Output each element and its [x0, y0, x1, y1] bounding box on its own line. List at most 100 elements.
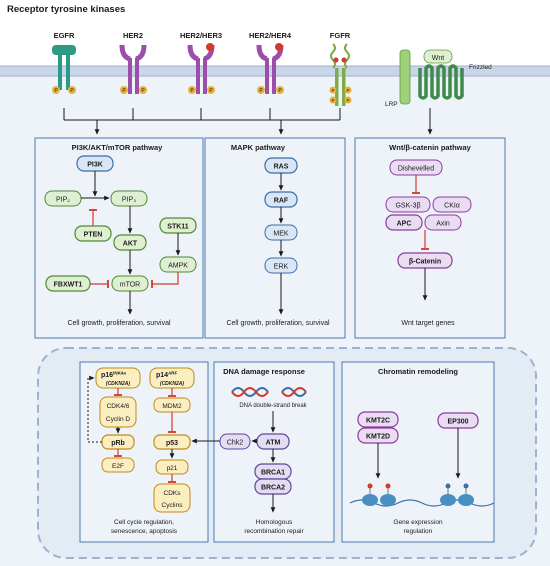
phospho-label: P: [331, 98, 334, 103]
pi3k-outcome-label: Cell growth, proliferation, survival: [67, 320, 171, 327]
svg-text:ERK: ERK: [274, 264, 289, 271]
svg-text:(CDKN2A): (CDKN2A): [160, 381, 185, 387]
cell-cycle-outcome-line2: senescence, apoptosis: [111, 528, 178, 535]
receptor-label-egfr: EGFR: [54, 31, 75, 40]
lrp-label: LRP: [385, 101, 398, 108]
ras-node: RAS: [264, 157, 298, 174]
chromatin-panel: [341, 361, 495, 543]
ck1a-node: CKIα: [432, 196, 472, 213]
svg-text:KMT2D: KMT2D: [366, 434, 390, 441]
svg-text:KMT2C: KMT2C: [366, 418, 390, 425]
svg-text:APC: APC: [397, 221, 412, 228]
p53-node: p53: [153, 434, 191, 450]
phospho-label: P: [346, 98, 349, 103]
svg-text:PTEN: PTEN: [84, 232, 103, 239]
phospho-label: P: [122, 88, 126, 94]
dsb-label: DNA double-strand break: [239, 403, 307, 409]
svg-text:RAS: RAS: [274, 164, 289, 171]
svg-text:AKT: AKT: [123, 241, 138, 248]
frizzled-label: Frizzled: [469, 64, 492, 71]
her2-her3-receptor-icon: P P: [187, 43, 215, 94]
svg-text:pRb: pRb: [111, 440, 125, 447]
svg-text:mTOR: mTOR: [120, 282, 140, 289]
kmt2c-node: KMT2C: [357, 411, 399, 428]
her2-her4-receptor-icon: P P: [256, 43, 284, 94]
dna-panel-title: DNA damage response: [223, 367, 305, 376]
svg-text:p21: p21: [167, 465, 178, 472]
svg-text:STK11: STK11: [167, 224, 189, 231]
stk11-node: STK11: [159, 217, 197, 234]
pip2-node: PIP₂: [44, 190, 82, 207]
svg-text:p16INK4a: p16INK4a: [101, 371, 126, 380]
svg-text:Axin: Axin: [436, 221, 450, 228]
cdks-cyclins-node: CDKs Cyclins: [153, 483, 191, 513]
akt-node: AKT: [113, 234, 147, 251]
dna-outcome-line1: Homologous: [256, 519, 293, 526]
wnt-outcome-label: Wnt target genes: [401, 320, 455, 327]
diagram-title: Receptor tyrosine kinases: [7, 4, 125, 15]
svg-text:Dishevelled: Dishevelled: [398, 166, 434, 173]
phospho-label: P: [346, 88, 349, 93]
chromatin-outcome-line2: regulation: [404, 528, 433, 535]
fgfr-receptor-icon: P P P P: [329, 43, 352, 106]
dna-damage-panel: [213, 361, 335, 543]
p16-node: p16INK4a (CDKN2A): [95, 367, 141, 389]
svg-text:GSK-3β: GSK-3β: [395, 203, 420, 210]
fbxwt1-node: FBXWT1: [45, 275, 91, 292]
cdk46-cyclind-node: CDK4/6 Cyclin D: [99, 396, 137, 428]
beta-catenin-node: β-Catenin: [397, 252, 453, 269]
brca2-node: BRCA2: [254, 478, 292, 495]
receptor-label-her2-her4: HER2/HER4: [249, 31, 292, 40]
svg-text:CKIα: CKIα: [444, 203, 460, 210]
svg-text:p53: p53: [166, 440, 178, 447]
chk2-node: Chk2: [219, 433, 251, 450]
receptor-label-her2: HER2: [123, 31, 143, 40]
mapk-panel-title: MAPK pathway: [231, 143, 286, 152]
phospho-label: P: [141, 88, 145, 94]
svg-text:PIP₂: PIP₂: [56, 197, 70, 204]
wnt-ligand-label: Wnt: [432, 55, 445, 62]
svg-text:EP300: EP300: [447, 419, 468, 426]
phospho-label: P: [54, 88, 58, 94]
pi3k-node: PI3K: [76, 155, 114, 172]
apc-node: APC: [385, 214, 423, 231]
svg-text:PIP₃: PIP₃: [122, 197, 136, 204]
erk-node: ERK: [264, 257, 298, 274]
svg-text:Chk2: Chk2: [227, 440, 243, 447]
pip3-node: PIP₃: [110, 190, 148, 207]
svg-text:AMPK: AMPK: [168, 263, 188, 270]
brca1-node: BRCA1: [254, 463, 292, 480]
phospho-label: P: [259, 88, 263, 94]
dishevelled-node: Dishevelled: [389, 159, 443, 176]
svg-text:FBXWT1: FBXWT1: [54, 282, 83, 289]
svg-text:CDKs: CDKs: [164, 490, 182, 497]
cell-cycle-outcome-line1: Cell cycle regulation,: [114, 519, 174, 526]
svg-text:MEK: MEK: [273, 231, 289, 238]
phospho-label: P: [331, 88, 334, 93]
svg-text:β-Catenin: β-Catenin: [409, 259, 441, 266]
svg-text:E2F: E2F: [112, 463, 124, 470]
p14-node: p14ARF (CDKN2A): [149, 367, 195, 389]
svg-text:BRCA1: BRCA1: [261, 470, 285, 477]
svg-text:Cyclin D: Cyclin D: [106, 416, 131, 423]
dna-outcome-line2: recombination repair: [244, 528, 304, 535]
ampk-node: AMPK: [159, 256, 197, 273]
svg-text:PI3K: PI3K: [87, 162, 103, 169]
svg-text:p14ARF: p14ARF: [156, 371, 178, 380]
phospho-label: P: [278, 88, 282, 94]
receptor-label-her2-her3: HER2/HER3: [180, 31, 222, 40]
mdm2-node: MDM2: [153, 397, 191, 413]
her2-receptor-icon: P P: [119, 44, 147, 94]
mapk-outcome-label: Cell growth, proliferation, survival: [226, 320, 330, 327]
svg-text:CDK4/6: CDK4/6: [107, 403, 130, 410]
p21-node: p21: [155, 459, 189, 475]
prb-node: pRb: [101, 434, 135, 450]
pi3k-panel-title: PI3K/AKT/mTOR pathway: [72, 143, 164, 152]
atm-node: ATM: [256, 433, 290, 450]
ep300-node: EP300: [437, 412, 479, 429]
dna-double-strand-break-icon: [231, 387, 307, 397]
axin-node: Axin: [424, 214, 462, 231]
wnt-panel-title: Wnt/β-catenin pathway: [389, 143, 471, 152]
phospho-label: P: [209, 88, 213, 94]
